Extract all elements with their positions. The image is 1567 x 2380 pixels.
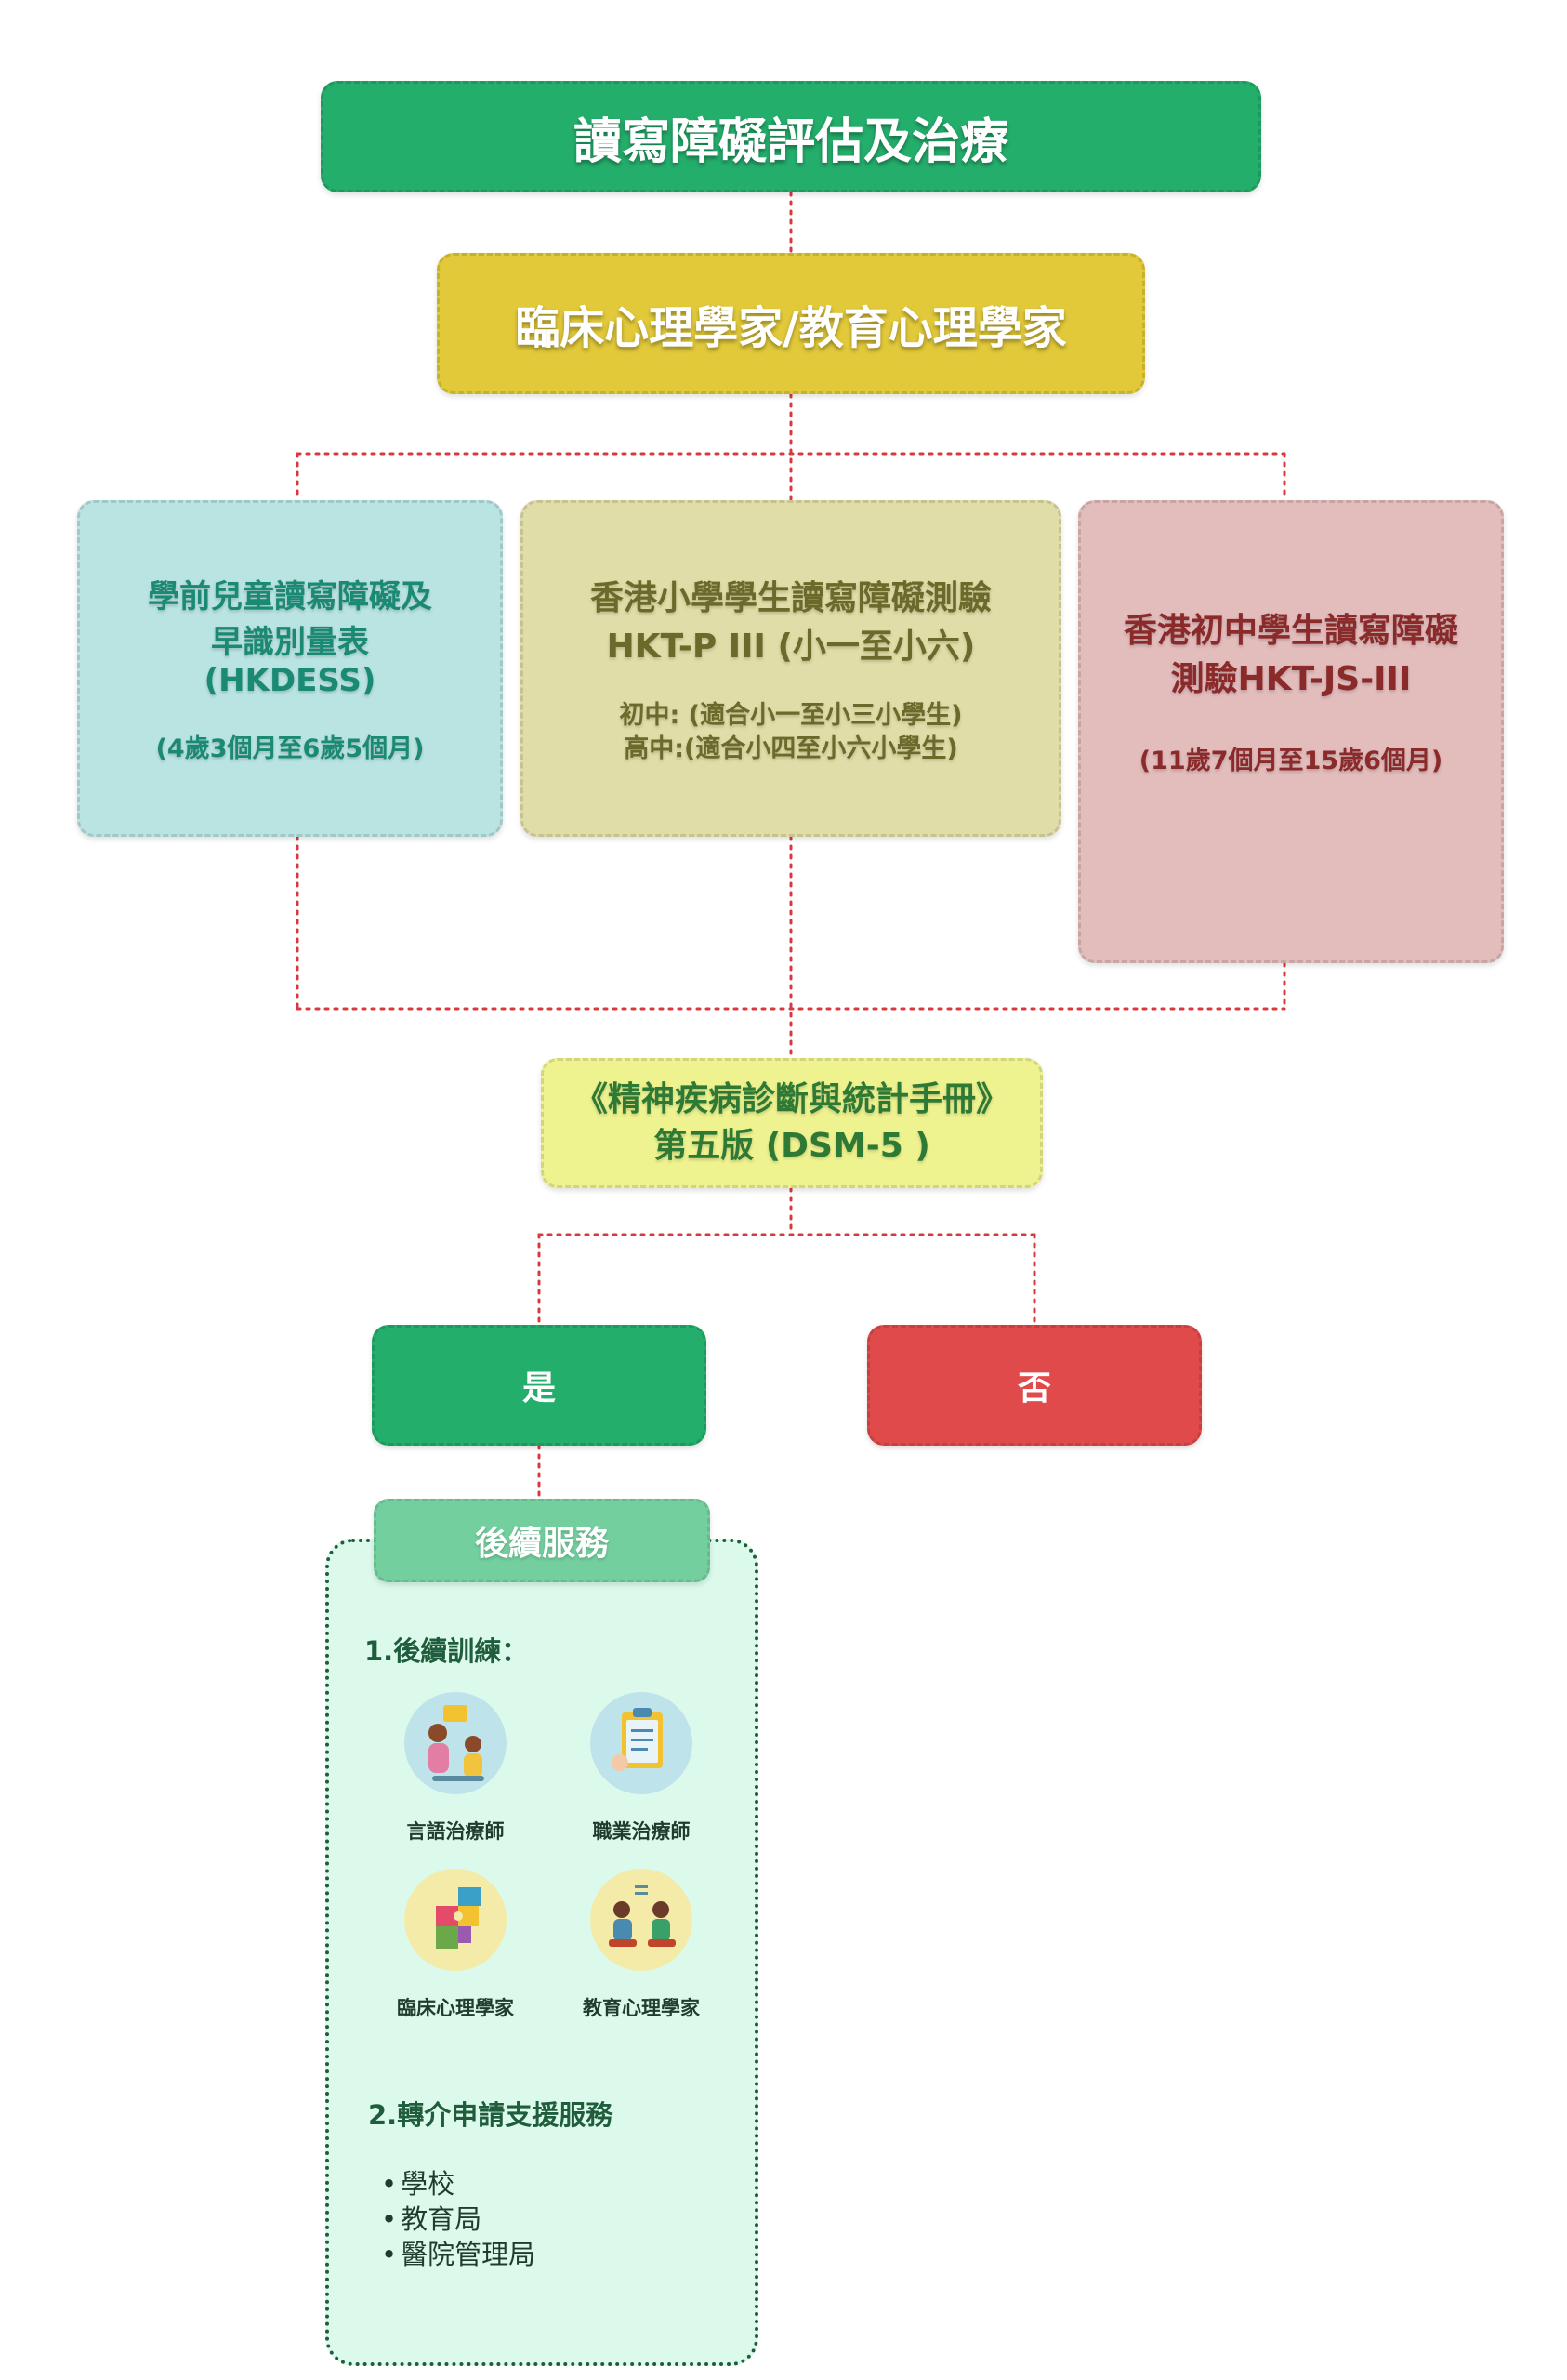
- service-clinical-psychologist: 臨床心理學家: [372, 1869, 539, 2021]
- title-box: 讀寫障礙評估及治療: [321, 81, 1261, 192]
- training-title: 1.後續訓練：: [364, 1635, 529, 1667]
- service-label: 臨床心理學家: [397, 1997, 514, 2019]
- referral-item: 學校: [381, 2166, 535, 2202]
- assessor-text: 臨床心理學家/教育心理學家: [515, 302, 1067, 354]
- hkdess-age: (4歲3個月至6歲5個月): [155, 734, 425, 763]
- follow-up-header-text: 後續服務: [474, 1525, 609, 1563]
- referral-item: 教育局: [381, 2202, 535, 2237]
- puzzle-head-icon: [404, 1869, 507, 1971]
- hktp-line-1: 香港小學學生讀寫障礙測驗: [589, 578, 992, 617]
- dsm-box: 《精神疾病診斷與統計手冊》 第五版 (DSM-5 ): [541, 1058, 1043, 1188]
- service-label: 言語治療師: [406, 1820, 505, 1843]
- service-educational-psychologist: 教育心理學家: [558, 1869, 725, 2021]
- hktjs-line-2: 測驗HKT-JS-III: [1170, 660, 1412, 698]
- no-box: 否: [867, 1325, 1202, 1446]
- referral-list: 學校 教育局 醫院管理局: [381, 2166, 535, 2272]
- hktp-note-1: 初中: (適合小一至小三小學生): [619, 700, 963, 730]
- referral-title: 2.轉介申請支援服務: [368, 2099, 613, 2131]
- hktp-notes: 初中: (適合小一至小三小學生) 高中:(適合小四至小六小學生): [620, 699, 963, 767]
- hktjs-line-1: 香港初中學生讀寫障礙: [1123, 612, 1458, 650]
- hktp-line-2: HKT-P III (小一至小六): [606, 627, 976, 666]
- no-label: 否: [1017, 1369, 1051, 1408]
- assessor-box: 臨床心理學家/教育心理學家: [437, 253, 1145, 394]
- service-label: 教育心理學家: [583, 1997, 700, 2019]
- dsm-line-2: 第五版 (DSM-5 ): [653, 1127, 930, 1165]
- follow-up-header: 後續服務: [374, 1499, 710, 1582]
- hktjs-age: (11歲7個月至15歲6個月): [1139, 747, 1443, 775]
- service-speech-therapist: 言語治療師: [372, 1692, 539, 1844]
- yes-label: 是: [521, 1369, 556, 1408]
- hkdess-box: 學前兒童讀寫障礙及 早識別量表 (HKDESS) (4歲3個月至6歲5個月): [77, 500, 503, 837]
- hkdess-line-2: 早識別量表: [211, 623, 369, 661]
- yes-box: 是: [372, 1325, 706, 1446]
- hktp-note-2: 高中:(適合小四至小六小學生): [624, 734, 958, 763]
- clipboard-icon: [590, 1692, 692, 1794]
- title-text: 讀寫障礙評估及治療: [573, 113, 1008, 170]
- hktp-box: 香港小學學生讀寫障礙測驗 HKT-P III (小一至小六) 初中: (適合小一…: [520, 500, 1061, 837]
- hkdess-line-1: 學前兒童讀寫障礙及: [148, 577, 432, 615]
- hkdess-line-3: (HKDESS): [204, 661, 376, 699]
- referral-item: 醫院管理局: [381, 2237, 535, 2272]
- service-label: 職業治療師: [592, 1820, 691, 1843]
- counseling-icon: [590, 1869, 692, 1971]
- dsm-line-1: 《精神疾病診斷與統計手冊》: [573, 1079, 1009, 1118]
- speech-therapist-icon: [404, 1692, 507, 1794]
- service-occupational-therapist: 職業治療師: [558, 1692, 725, 1844]
- hktjs-box: 香港初中學生讀寫障礙 測驗HKT-JS-III (11歲7個月至15歲6個月): [1078, 500, 1504, 963]
